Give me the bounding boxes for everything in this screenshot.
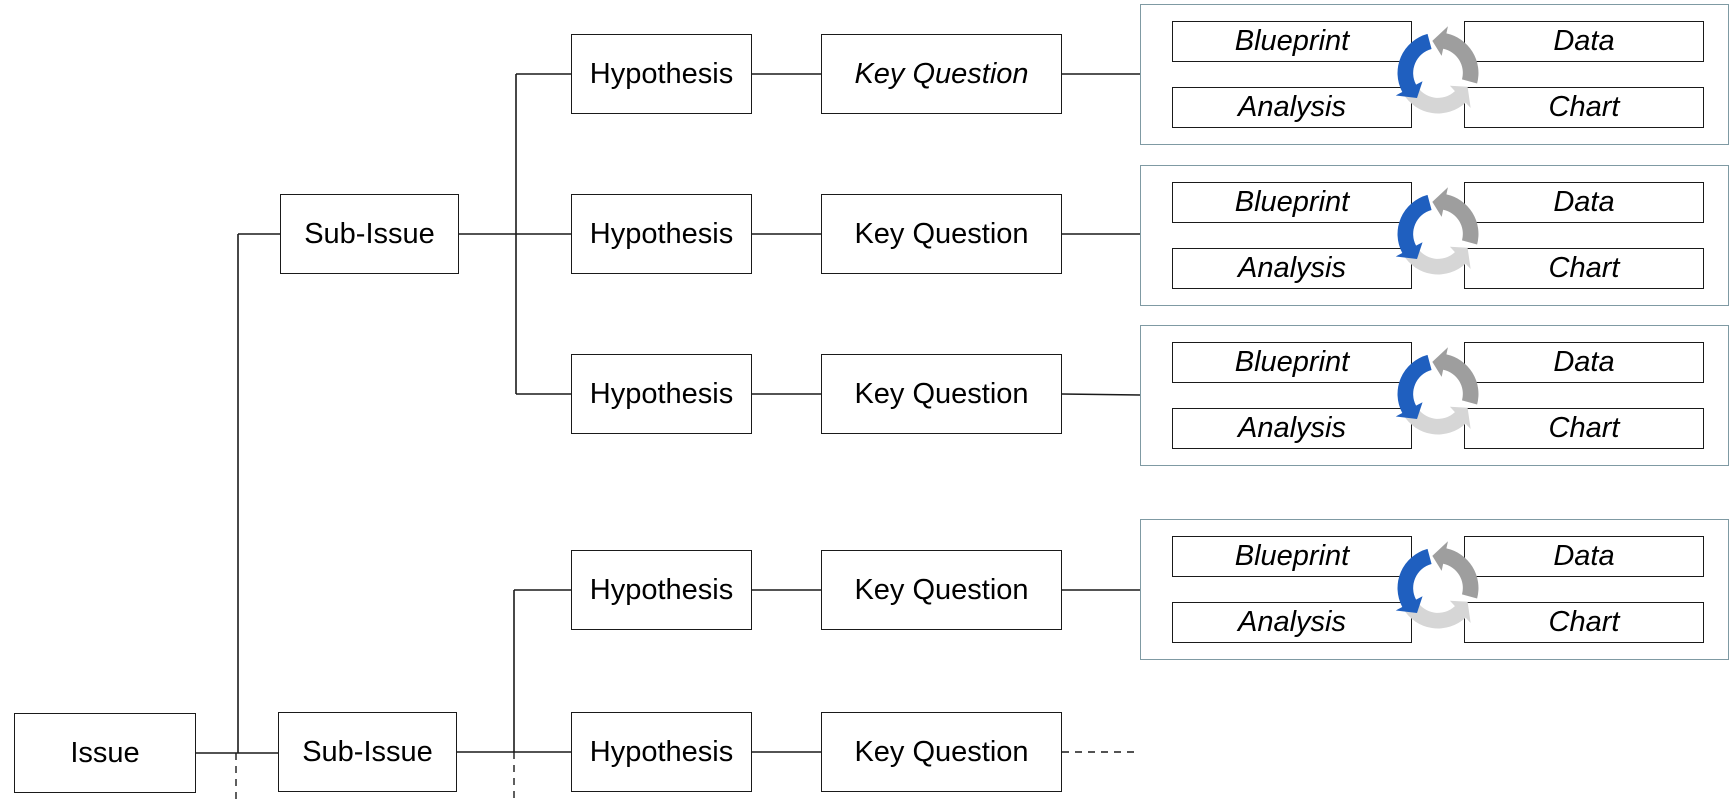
hypothesis-label: Hypothesis <box>589 735 734 768</box>
cycle-arrow-segment <box>1395 194 1432 260</box>
data-label: Data <box>1553 186 1615 218</box>
cycle-arrows-icon <box>1395 26 1479 114</box>
blueprint-label: Blueprint <box>1234 346 1350 378</box>
cycle-arrow-segment <box>1402 85 1471 114</box>
issue-label: Issue <box>70 736 140 769</box>
cycle-arrow-segment <box>1395 548 1432 614</box>
hypothesis-label: Hypothesis <box>589 377 734 410</box>
key-question-label: Key Question <box>854 573 1029 606</box>
data-cell: Data <box>1464 536 1704 577</box>
chart-cell: Chart <box>1464 248 1704 289</box>
data-label: Data <box>1553 540 1615 572</box>
analysis-cell: Analysis <box>1172 408 1412 449</box>
analysis-cell: Analysis <box>1172 248 1412 289</box>
chart-label: Chart <box>1548 412 1620 444</box>
key-question-box: Key Question <box>821 712 1062 792</box>
hypothesis-box: Hypothesis <box>571 550 752 630</box>
cycle-arrow-segment <box>1402 600 1471 629</box>
chart-cell: Chart <box>1464 408 1704 449</box>
chart-label: Chart <box>1548 606 1620 638</box>
cycle-arrow-segment <box>1395 33 1432 99</box>
data-label: Data <box>1553 25 1615 57</box>
hypothesis-box: Hypothesis <box>571 194 752 274</box>
hypothesis-box: Hypothesis <box>571 34 752 114</box>
cycle-arrow-segment <box>1432 187 1479 245</box>
analysis-cell: Analysis <box>1172 602 1412 643</box>
data-cell: Data <box>1464 21 1704 62</box>
key-question-label: Key Question <box>854 217 1029 250</box>
key-question-label: Key Question <box>854 735 1029 768</box>
cycle-arrow-segment <box>1402 406 1471 435</box>
sub-issue-box: Sub-Issue <box>278 712 457 792</box>
data-label: Data <box>1553 346 1615 378</box>
chart-label: Chart <box>1548 252 1620 284</box>
blueprint-cell: Blueprint <box>1172 21 1412 62</box>
issue-box: Issue <box>14 713 196 793</box>
blueprint-cell: Blueprint <box>1172 342 1412 383</box>
key-question-box: Key Question <box>821 194 1062 274</box>
hypothesis-label: Hypothesis <box>589 573 734 606</box>
key-question-label: Key Question <box>854 57 1029 90</box>
workflow-panel: Blueprint Analysis Data Chart <box>1140 165 1729 306</box>
chart-cell: Chart <box>1464 602 1704 643</box>
analysis-cell: Analysis <box>1172 87 1412 128</box>
sub-issue-label: Sub-Issue <box>304 217 435 250</box>
hypothesis-label: Hypothesis <box>589 217 734 250</box>
workflow-panel: Blueprint Analysis Data Chart <box>1140 4 1729 145</box>
hypothesis-box: Hypothesis <box>571 354 752 434</box>
blueprint-label: Blueprint <box>1234 540 1350 572</box>
workflow-panel: Blueprint Analysis Data Chart <box>1140 519 1729 660</box>
blueprint-cell: Blueprint <box>1172 182 1412 223</box>
data-cell: Data <box>1464 182 1704 223</box>
chart-cell: Chart <box>1464 87 1704 128</box>
hypothesis-box: Hypothesis <box>571 712 752 792</box>
cycle-arrow-segment <box>1432 347 1479 405</box>
chart-label: Chart <box>1548 91 1620 123</box>
analysis-label: Analysis <box>1238 606 1346 638</box>
cycle-arrows-icon <box>1395 541 1479 629</box>
workflow-panel: Blueprint Analysis Data Chart <box>1140 325 1729 466</box>
cycle-arrow-segment <box>1395 354 1432 420</box>
analysis-label: Analysis <box>1238 252 1346 284</box>
blueprint-label: Blueprint <box>1234 186 1350 218</box>
key-question-box: Key Question <box>821 34 1062 114</box>
blueprint-cell: Blueprint <box>1172 536 1412 577</box>
analysis-label: Analysis <box>1238 91 1346 123</box>
blueprint-label: Blueprint <box>1234 25 1350 57</box>
key-question-box: Key Question <box>821 550 1062 630</box>
sub-issue-box: Sub-Issue <box>280 194 459 274</box>
cycle-arrows-icon <box>1395 187 1479 275</box>
cycle-arrows-icon <box>1395 347 1479 435</box>
sub-issue-label: Sub-Issue <box>302 735 433 768</box>
key-question-label: Key Question <box>854 377 1029 410</box>
hypothesis-label: Hypothesis <box>589 57 734 90</box>
cycle-arrow-segment <box>1432 26 1479 84</box>
cycle-arrow-segment <box>1432 541 1479 599</box>
cycle-arrow-segment <box>1402 246 1471 275</box>
data-cell: Data <box>1464 342 1704 383</box>
analysis-label: Analysis <box>1238 412 1346 444</box>
key-question-box: Key Question <box>821 354 1062 434</box>
